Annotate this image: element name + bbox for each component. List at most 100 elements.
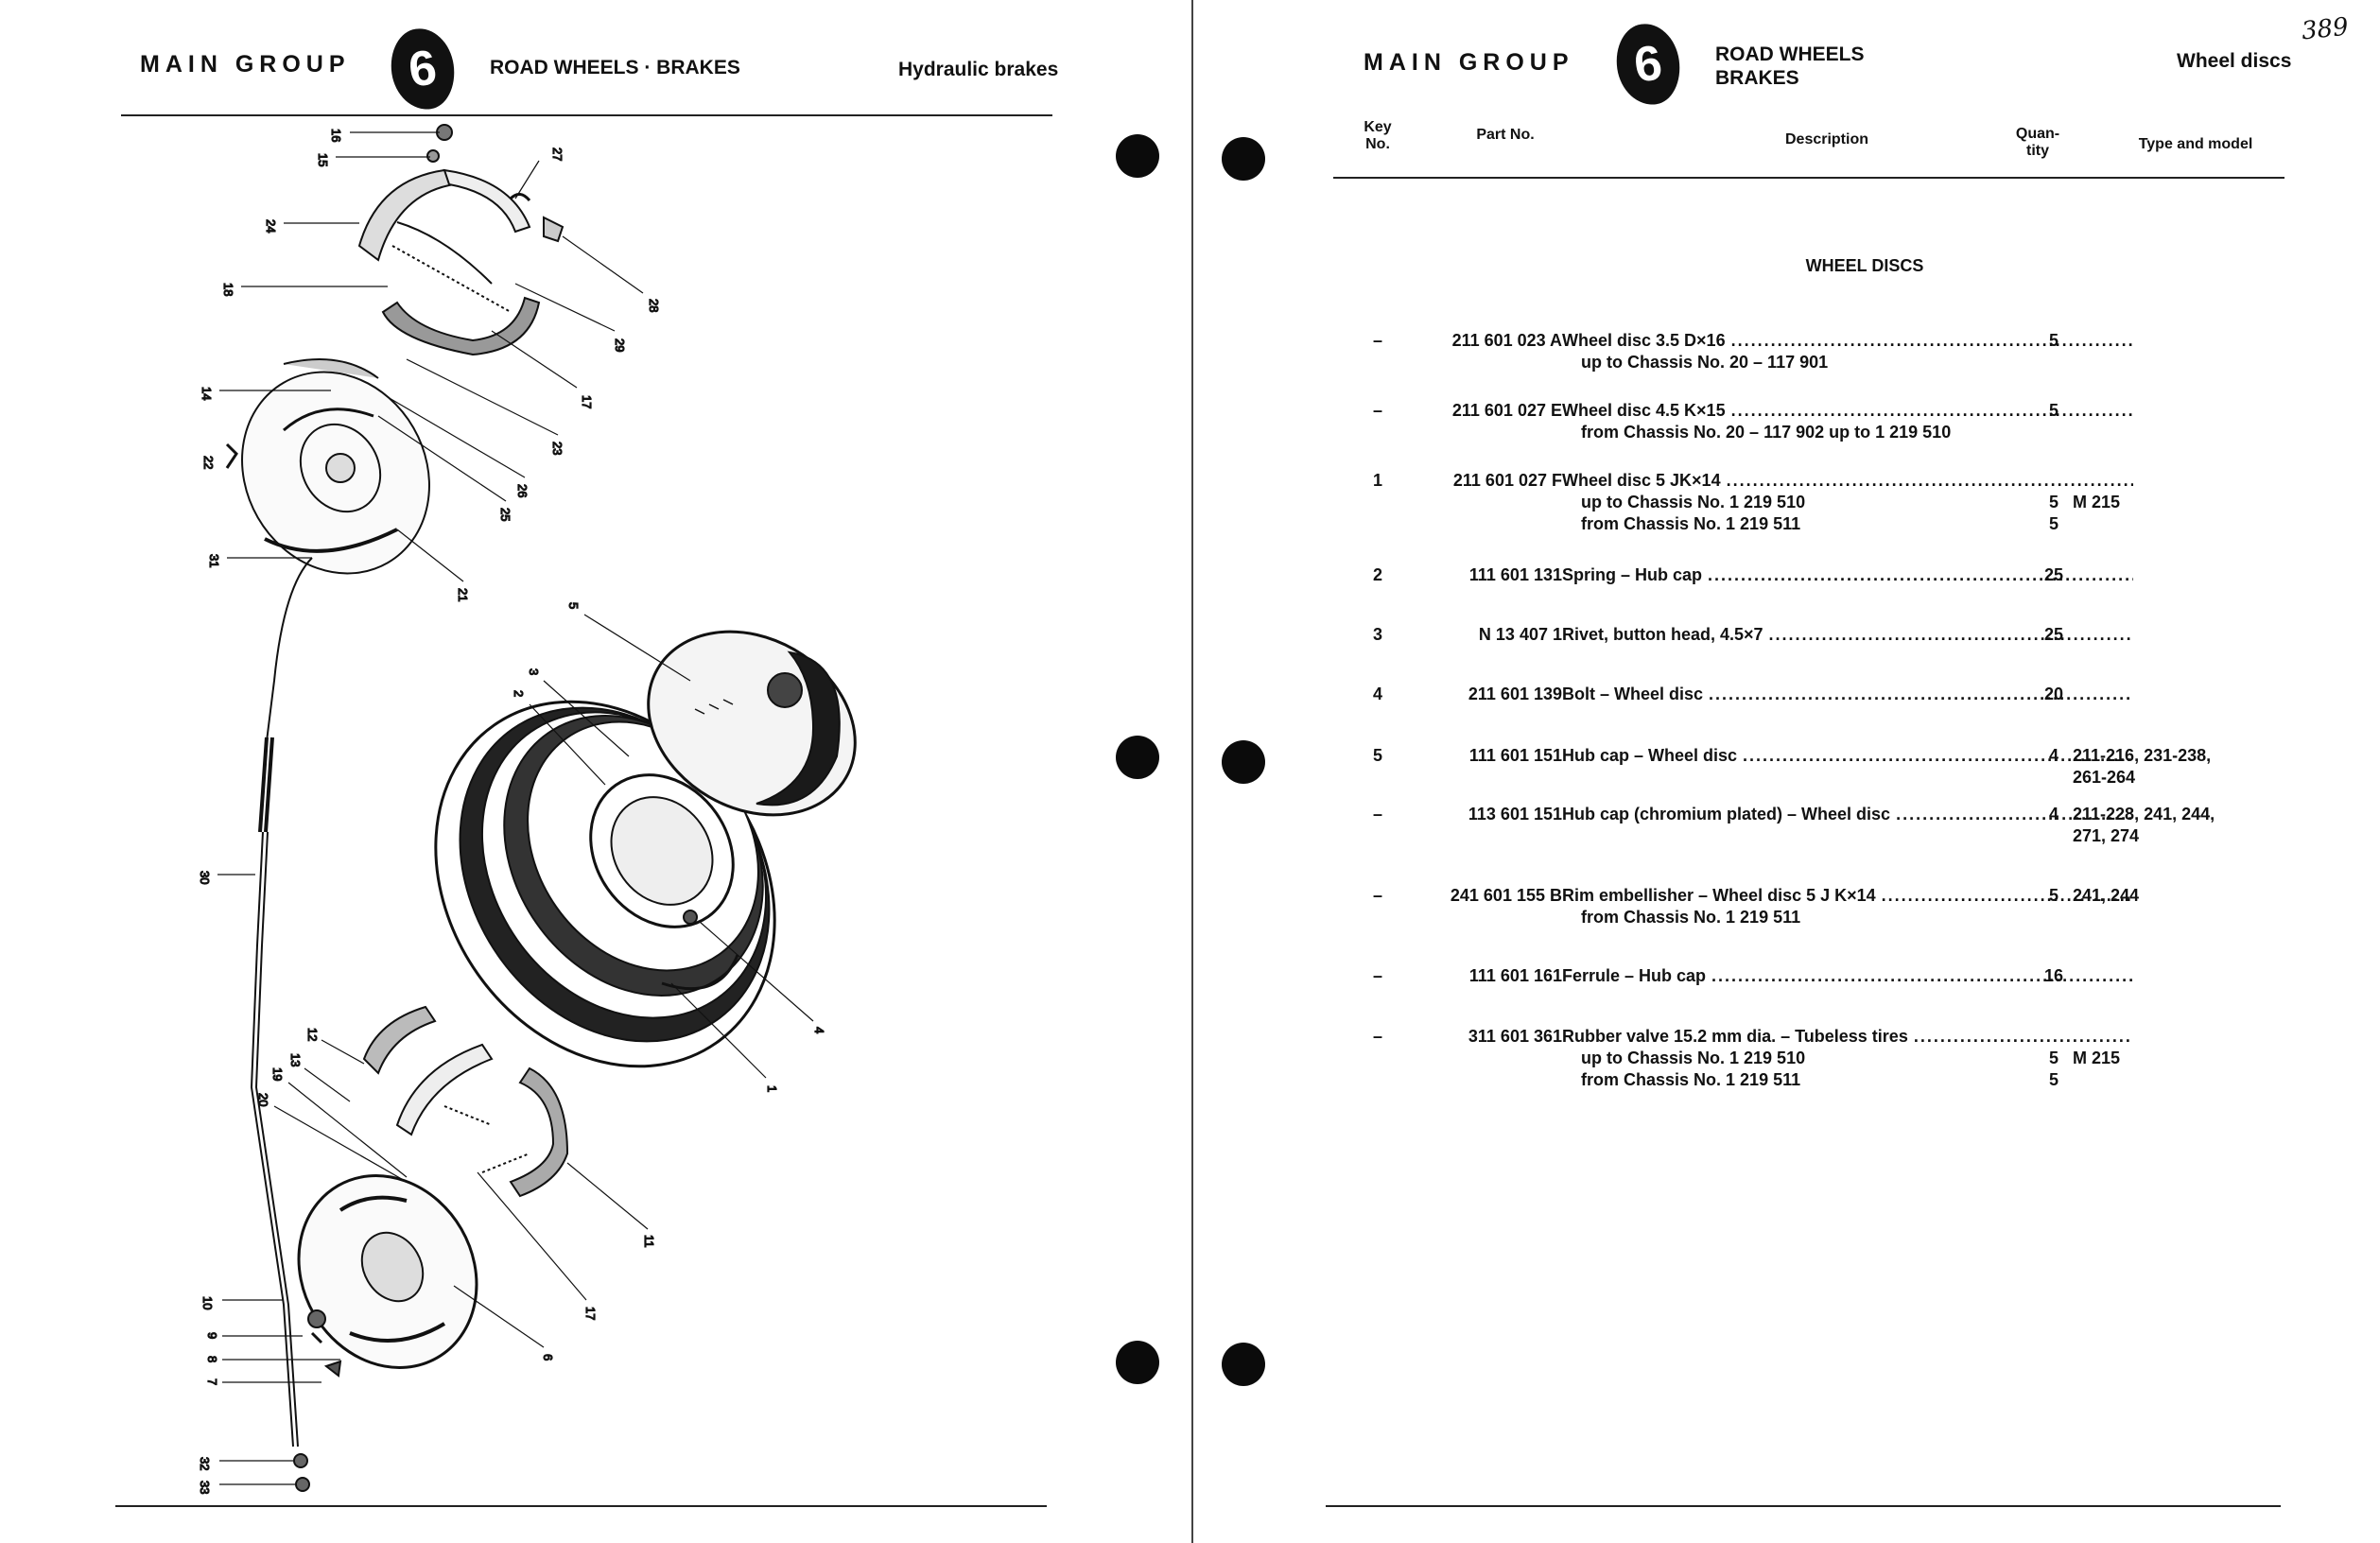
callout-32: 32 xyxy=(197,1456,293,1471)
row-type-model-value: M 215 xyxy=(2073,493,2121,511)
left-subsection-title: Hydraulic brakes xyxy=(898,59,1059,80)
row-type-model-value xyxy=(2073,1027,2262,1049)
callout-22: 22 xyxy=(200,455,216,470)
callout-19: 19 xyxy=(269,1066,408,1178)
row-description-subline: up to Chassis No. 1 219 510 xyxy=(1581,493,1806,511)
callout-16: 16 xyxy=(328,128,440,143)
svg-text:25: 25 xyxy=(498,508,512,521)
row-quantity-value: 25 xyxy=(2043,625,2064,644)
upper-brake-shoes-drawing xyxy=(357,124,565,356)
row-description-text: Bolt – Wheel disc xyxy=(1562,685,1704,703)
row-description-text: Hub cap – Wheel disc xyxy=(1562,746,1738,765)
callout-8: 8 xyxy=(204,1355,340,1363)
svg-text:33: 33 xyxy=(198,1481,212,1494)
row-quantity: 25 xyxy=(2025,565,2082,587)
row-description-subline: from Chassis No. 1 219 511 xyxy=(1581,1070,1801,1089)
svg-text:11: 11 xyxy=(642,1235,656,1248)
row-quantity-value: 5 xyxy=(2048,1049,2059,1067)
row-quantity-value: 4 xyxy=(2048,805,2059,824)
row-quantity: 20 xyxy=(2025,685,2082,706)
callout-12: 12 xyxy=(304,1027,365,1065)
row-key-no: 1 xyxy=(1372,471,1382,490)
svg-text:2: 2 xyxy=(512,690,526,697)
page-gutter-line xyxy=(1191,0,1193,1543)
right-subsection-title: Wheel discs xyxy=(2177,50,2292,72)
row-quantity-value: 4 xyxy=(2048,746,2059,765)
left-footer-rule xyxy=(115,1505,1047,1507)
row-key-no: – xyxy=(1372,966,1382,985)
svg-text:9: 9 xyxy=(205,1332,219,1339)
svg-text:21: 21 xyxy=(456,588,470,601)
row-quantity: 16 xyxy=(2025,966,2082,988)
svg-text:15: 15 xyxy=(316,153,330,166)
svg-text:17: 17 xyxy=(580,395,594,408)
row-quantity-value: 5 xyxy=(2048,514,2059,533)
callout-30: 30 xyxy=(197,870,255,885)
row-description: Wheel disc 4.5 K×15from Chassis No. 20 –… xyxy=(1562,401,2139,444)
svg-text:5: 5 xyxy=(566,602,581,609)
col-header-part-no: Part No. xyxy=(1476,127,1535,143)
col-header-type-model: Type and model xyxy=(2138,136,2253,152)
svg-text:31: 31 xyxy=(207,554,221,567)
handbrake-cable-drawing xyxy=(250,557,313,1492)
svg-text:18: 18 xyxy=(221,283,235,296)
col-header-description: Description xyxy=(1784,131,1868,147)
right-header-rule xyxy=(1333,177,2284,179)
callout-1: 1 xyxy=(670,982,780,1093)
row-quantity: 4 xyxy=(2025,746,2082,768)
svg-text:30: 30 xyxy=(198,871,212,884)
callout-4: 4 xyxy=(699,921,827,1034)
svg-text:10: 10 xyxy=(200,1296,215,1309)
col-header-key-no: Key No. xyxy=(1364,119,1392,152)
row-description-text: Rubber valve 15.2 mm dia. – Tubeless tir… xyxy=(1562,1027,1908,1046)
row-description: Rubber valve 15.2 mm dia. – Tubeless tir… xyxy=(1562,1027,2139,1092)
row-description-text: Hub cap (chromium plated) – Wheel disc xyxy=(1562,805,1891,824)
row-part-no: 211 601 027 F xyxy=(1452,471,1562,490)
right-punch-hole-middle xyxy=(1222,740,1265,784)
row-description: Wheel disc 5 JK×14up to Chassis No. 1 21… xyxy=(1562,471,2139,536)
callout-33: 33 xyxy=(197,1480,295,1495)
row-description: Rivet, button head, 4.5×7 xyxy=(1562,625,2139,647)
row-key-no: – xyxy=(1372,401,1382,420)
callout-17: 17 xyxy=(491,330,595,409)
right-footer-rule xyxy=(1326,1505,2281,1507)
left-punch-hole-top xyxy=(1116,134,1159,178)
row-description-text: Spring – Hub cap xyxy=(1562,565,1703,584)
lower-brake-shoes-drawing xyxy=(362,1005,569,1198)
row-quantity-value: 16 xyxy=(2043,966,2064,985)
row-part-no: 113 601 151 xyxy=(1468,805,1562,824)
left-main-group-label: MAIN GROUP xyxy=(140,51,351,78)
row-quantity: 5 xyxy=(2025,331,2082,353)
row-description: Bolt – Wheel disc xyxy=(1562,685,2139,706)
callout-7: 7 xyxy=(204,1378,321,1386)
row-quantity-value: 25 xyxy=(2043,565,2064,584)
row-description-text: Rim embellisher – Wheel disc 5 J K×14 xyxy=(1562,886,1876,905)
callout-2: 2 xyxy=(511,689,606,786)
row-key-no: – xyxy=(1372,331,1382,350)
upper-back-plate-drawing xyxy=(225,358,430,575)
row-description-subline: from Chassis No. 1 219 511 xyxy=(1581,514,1801,533)
row-quantity-value: 5 xyxy=(2048,886,2059,905)
right-section-line2: BRAKES xyxy=(1715,67,1799,89)
row-description-text: Ferrule – Hub cap xyxy=(1562,966,1707,985)
row-type-model-value: 211-216, 231-238, xyxy=(2073,746,2212,765)
row-type-model-value: 241, 244 xyxy=(2073,886,2140,905)
svg-text:17: 17 xyxy=(583,1307,598,1320)
handwritten-page-note: 389 xyxy=(2300,12,2351,46)
row-type-model-value: 261-264 xyxy=(2073,768,2136,787)
callout-9: 9 xyxy=(204,1331,303,1340)
row-part-no: 311 601 361 xyxy=(1468,1027,1562,1046)
svg-text:4: 4 xyxy=(812,1027,826,1033)
right-page: MAIN GROUP 6 ROAD WHEELS BRAKES Wheel di… xyxy=(1193,0,2380,1543)
row-description-text: Rivet, button head, 4.5×7 xyxy=(1562,625,1763,644)
row-quantity: 5 xyxy=(2025,886,2082,908)
row-quantity-value: 5 xyxy=(2048,493,2059,511)
table-title: WHEEL DISCS xyxy=(1805,256,1924,275)
callout-15: 15 xyxy=(315,152,430,167)
svg-text:7: 7 xyxy=(205,1378,219,1385)
lower-back-plate-drawing xyxy=(297,1174,478,1378)
svg-text:6: 6 xyxy=(541,1354,555,1361)
row-part-no: 211 601 027 E xyxy=(1451,401,1562,420)
